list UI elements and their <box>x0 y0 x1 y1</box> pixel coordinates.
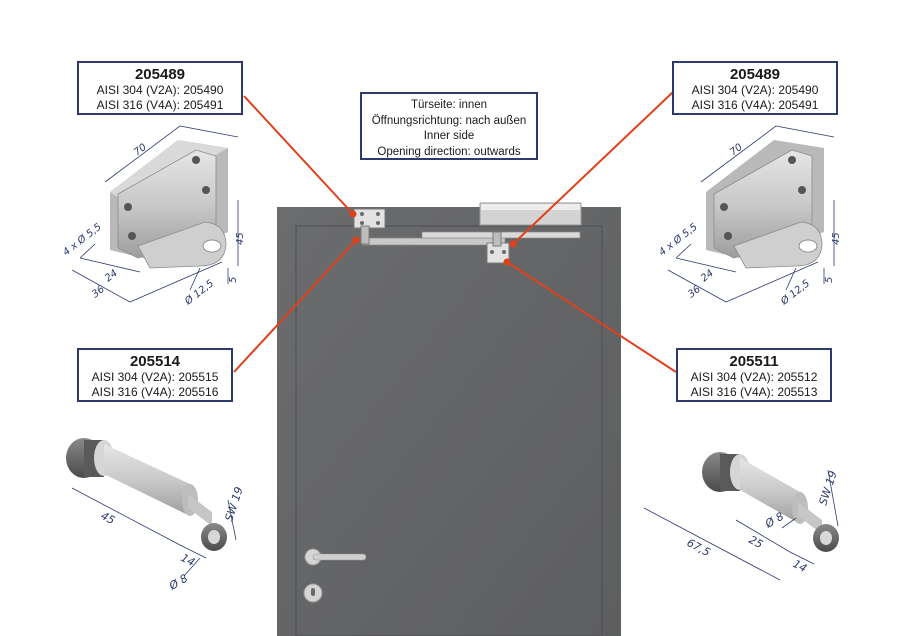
label-top-left-line2: AISI 316 (V4A): 205491 <box>96 98 224 112</box>
label-top-right-code: 205489 <box>729 66 781 83</box>
label-mid-left-code: 205514 <box>129 353 181 370</box>
bracket-right-width: 70 <box>728 142 745 159</box>
bracket-left-dims <box>71 125 239 303</box>
bracket-right-height: 45 <box>831 232 842 245</box>
door-closer <box>353 202 582 264</box>
bracket-left-small: 5 <box>228 277 239 283</box>
pin-right-dims <box>643 469 839 581</box>
label-mid-right-code: 205511 <box>729 353 779 370</box>
pin-right-len: 67,5 <box>685 536 713 559</box>
label-mid-left-line1: AISI 304 (V2A): 205515 <box>91 370 219 384</box>
label-mid-right-line2: AISI 316 (V4A): 205513 <box>690 385 818 399</box>
bracket-right <box>706 140 824 269</box>
pin-left-short: 14 <box>179 551 197 569</box>
info-box: Türseite: innen Öffnungsrichtung: nach a… <box>360 92 538 160</box>
pin-left-len: 45 <box>99 509 117 527</box>
label-mid-left: 205514 AISI 304 (V2A): 205515 AISI 316 (… <box>77 348 233 402</box>
pin-left-dims <box>71 487 237 577</box>
info-line-3: Inner side <box>423 130 475 142</box>
pin-right-short: 14 <box>791 557 809 575</box>
bracket-left <box>110 140 228 269</box>
door <box>277 207 621 636</box>
pin-left <box>66 438 227 551</box>
pin-left-dia: Ø 8 <box>166 572 190 593</box>
pin-right-mid: 25 <box>747 533 765 551</box>
leader-lines <box>233 91 677 373</box>
bracket-right-d2: 36 <box>686 284 703 301</box>
bracket-left-hole-dia: Ø 12,5 <box>182 277 216 308</box>
bracket-right-dims <box>667 125 835 303</box>
label-mid-right: 205511 AISI 304 (V2A): 205512 AISI 316 (… <box>676 348 832 402</box>
bracket-left-height: 45 <box>235 232 246 245</box>
label-mid-left-line2: AISI 316 (V4A): 205516 <box>91 385 219 399</box>
bracket-right-holes: 4 x Ø 5,5 <box>656 221 699 259</box>
bracket-left-width: 70 <box>132 142 149 159</box>
bracket-right-hole-dia: Ø 12,5 <box>778 277 812 308</box>
label-top-right-line1: AISI 304 (V2A): 205490 <box>691 83 819 97</box>
label-top-left-line1: AISI 304 (V2A): 205490 <box>96 83 224 97</box>
bracket-left-d1: 24 <box>103 268 120 285</box>
door-lock <box>303 583 323 603</box>
pin-right-sw: SW 19 <box>816 469 839 507</box>
door-handle <box>304 548 367 566</box>
info-line-4: Opening direction: outwards <box>377 145 521 158</box>
bracket-left-d2: 36 <box>90 284 107 301</box>
label-top-right-line2: AISI 316 (V4A): 205491 <box>691 98 819 112</box>
label-top-left-code: 205489 <box>134 66 186 83</box>
label-top-left: 205489 AISI 304 (V2A): 205490 AISI 316 (… <box>77 61 243 115</box>
bracket-left-holes: 4 x Ø 5,5 <box>60 221 103 259</box>
info-line-1: Türseite: innen <box>410 99 488 111</box>
pin-left-sw: SW 19 <box>222 485 245 523</box>
bracket-right-small: 5 <box>824 277 835 283</box>
bracket-right-d1: 24 <box>699 268 716 285</box>
pin-right <box>702 452 839 552</box>
leader-dots <box>349 210 517 266</box>
label-mid-right-line1: AISI 304 (V2A): 205512 <box>690 370 818 384</box>
info-line-2: Öffnungsrichtung: nach außen <box>371 114 527 127</box>
label-top-right: 205489 AISI 304 (V2A): 205490 AISI 316 (… <box>672 61 838 115</box>
